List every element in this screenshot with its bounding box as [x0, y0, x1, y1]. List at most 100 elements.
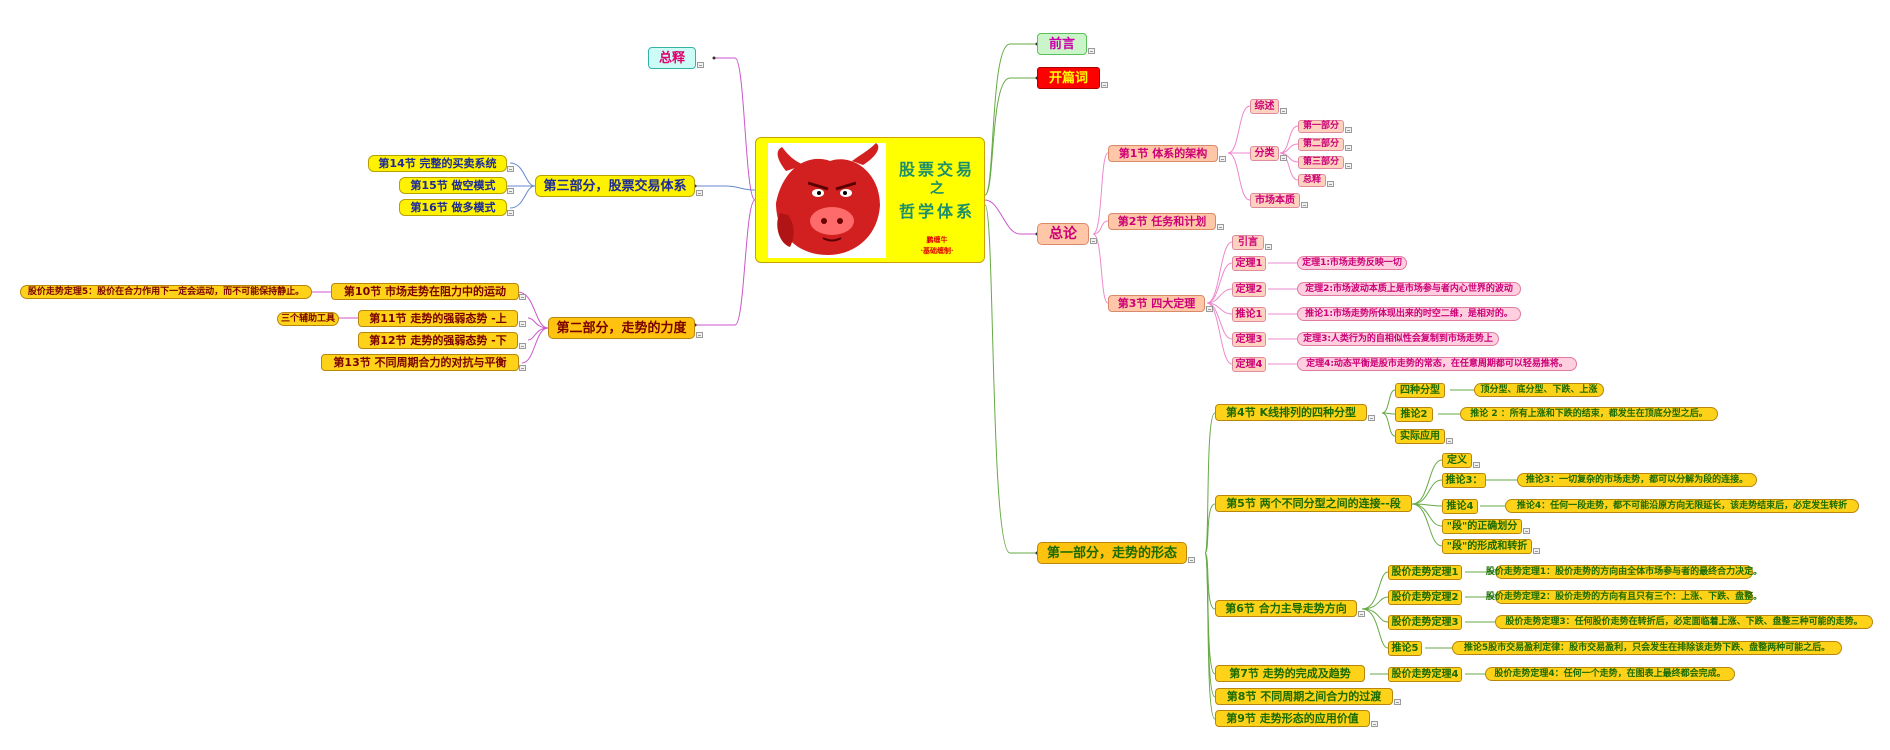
- node-tuilun1-text[interactable]: 推论1:市场走势所体现出来的时空二维，是相对的。: [1297, 307, 1521, 321]
- node-s6-text1[interactable]: 股价走势定理1：股价走势的方向由全体市场参与者的最终合力决定。: [1486, 565, 1762, 579]
- node-s7-text[interactable]: 股价走势定理4：任何一个走势，在图表上最终都会完成。: [1485, 667, 1735, 681]
- note-icon[interactable]: [1206, 306, 1213, 312]
- note-icon[interactable]: [1523, 528, 1530, 534]
- node-s13[interactable]: 第13节 不同周期合力的对抗与平衡: [321, 354, 519, 371]
- note-icon[interactable]: [1446, 438, 1453, 444]
- node-s3[interactable]: 第3节 四大定理: [1108, 295, 1205, 312]
- node-zongshi[interactable]: 总释: [648, 47, 696, 69]
- node-part-zongshi[interactable]: 总释: [1298, 174, 1326, 187]
- node-s11[interactable]: 第11节 走势的强弱态势 -上: [358, 310, 518, 327]
- note-icon[interactable]: [1090, 238, 1097, 244]
- node-s4-b[interactable]: 推论2: [1395, 407, 1433, 422]
- note-icon[interactable]: [519, 365, 526, 371]
- node-s5-a[interactable]: 定义: [1442, 453, 1472, 468]
- note-icon[interactable]: [697, 62, 704, 68]
- node-s5-e[interactable]: "段"的形成和转折: [1442, 539, 1532, 554]
- node-label: 第一部分，走势的形态: [1046, 545, 1177, 561]
- node-s6-text4[interactable]: 推论5股市交易盈利定律：股市交易盈利，只会发生在排除该走势下跌、盘整两种可能之后…: [1452, 641, 1842, 655]
- node-s4-a-leaf[interactable]: 顶分型、底分型、下跌、上涨: [1474, 383, 1604, 397]
- node-s9[interactable]: 第9节 走势形态的应用价值: [1215, 710, 1370, 727]
- node-s6[interactable]: 第6节 合力主导走势方向: [1215, 600, 1357, 617]
- node-s10[interactable]: 第10节 市场走势在阻力中的运动: [331, 283, 519, 300]
- node-s14[interactable]: 第14节 完整的买卖系统: [368, 155, 507, 172]
- node-s12[interactable]: 第12节 走势的强弱态势 -下: [358, 332, 518, 349]
- note-icon[interactable]: [1280, 108, 1287, 114]
- note-icon[interactable]: [519, 343, 526, 349]
- node-s4-a[interactable]: 四种分型: [1395, 383, 1445, 398]
- note-icon[interactable]: [1188, 557, 1195, 563]
- node-s6-tag2[interactable]: 股价走势定理2: [1388, 590, 1462, 605]
- node-s4[interactable]: 第4节 K线排列的四种分型: [1215, 404, 1367, 421]
- note-icon[interactable]: [1217, 224, 1224, 230]
- note-icon[interactable]: [1101, 82, 1108, 88]
- node-s15[interactable]: 第15节 做空模式: [399, 177, 507, 194]
- node-part1[interactable]: 第一部分，走势的形态: [1037, 542, 1187, 564]
- node-part3[interactable]: 第三部分，股票交易体系: [535, 175, 695, 197]
- node-zonglun[interactable]: 总论: [1037, 223, 1089, 245]
- node-s5-c-leaf[interactable]: 推论4：任何一段走势，都不可能沿原方向无限延长，该走势结束后，必定发生转折: [1505, 499, 1859, 513]
- note-icon[interactable]: [1394, 699, 1401, 705]
- node-s5-c[interactable]: 推论4: [1442, 499, 1478, 514]
- node-s4-b-leaf[interactable]: 推论 2 ：所有上涨和下跌的结束，都发生在顶底分型之后。: [1460, 407, 1718, 421]
- note-icon[interactable]: [519, 321, 526, 327]
- note-icon[interactable]: [507, 166, 514, 172]
- note-icon[interactable]: [1533, 548, 1540, 554]
- node-dingli4-text[interactable]: 定理4:动态平衡是股市走势的常态，在任意周期都可以轻易推将。: [1297, 357, 1577, 371]
- node-part-1[interactable]: 第一部分: [1298, 120, 1344, 133]
- node-part-2[interactable]: 第二部分: [1298, 138, 1344, 151]
- node-s16[interactable]: 第16节 做多模式: [399, 199, 507, 216]
- node-dingli1-text[interactable]: 定理1:市场走势反映一切: [1297, 256, 1407, 270]
- node-s7-tag[interactable]: 股价走势定理4: [1388, 667, 1462, 682]
- node-part2[interactable]: 第二部分，走势的力度: [548, 317, 695, 339]
- node-dingli2[interactable]: 定理2: [1232, 282, 1266, 297]
- node-kaipian[interactable]: 开篇词: [1037, 67, 1100, 89]
- note-icon[interactable]: [1345, 127, 1352, 133]
- node-yinyan[interactable]: 引言: [1232, 235, 1264, 250]
- node-tuilun1[interactable]: 推论1: [1232, 307, 1266, 322]
- central-topic[interactable]: 股票交易 之 哲学体系 鹏缠牛 ·基础缠制·: [755, 137, 985, 263]
- note-icon[interactable]: [519, 294, 526, 300]
- note-icon[interactable]: [1327, 181, 1334, 187]
- node-s5-d[interactable]: "段"的正确划分: [1442, 519, 1522, 534]
- node-dingli2-text[interactable]: 定理2:市场波动本质上是市场参与者内心世界的波动: [1297, 282, 1521, 296]
- note-icon[interactable]: [1371, 721, 1378, 727]
- note-icon[interactable]: [696, 332, 703, 338]
- node-dingli4[interactable]: 定理4: [1232, 357, 1266, 372]
- node-s5[interactable]: 第5节 两个不同分型之间的连接--段: [1215, 495, 1412, 512]
- note-icon[interactable]: [507, 210, 514, 216]
- note-icon[interactable]: [1368, 415, 1375, 421]
- note-icon[interactable]: [696, 190, 703, 196]
- node-dingli1[interactable]: 定理1: [1232, 256, 1266, 271]
- node-zongshu[interactable]: 综述: [1250, 99, 1279, 114]
- node-s6-text2[interactable]: 股价走势定理2：股价走势的方向有且只有三个：上涨、下跌、盘整。: [1486, 590, 1762, 604]
- node-s6-tag1[interactable]: 股价走势定理1: [1388, 565, 1462, 580]
- node-s6-tag3[interactable]: 股价走势定理3: [1388, 615, 1462, 630]
- node-dingli3[interactable]: 定理3: [1232, 332, 1266, 347]
- note-icon[interactable]: [1219, 156, 1226, 162]
- note-icon[interactable]: [1345, 145, 1352, 151]
- node-s2[interactable]: 第2节 任务和计划: [1108, 213, 1216, 230]
- node-part-3[interactable]: 第三部分: [1298, 156, 1344, 169]
- note-icon[interactable]: [1301, 202, 1308, 208]
- node-s5-b-leaf[interactable]: 推论3：一切复杂的市场走势，都可以分解为段的连接。: [1517, 473, 1757, 487]
- node-fenlei[interactable]: 分类: [1250, 146, 1279, 161]
- note-icon[interactable]: [1473, 462, 1480, 468]
- note-icon[interactable]: [1345, 163, 1352, 169]
- node-shichang[interactable]: 市场本质: [1250, 193, 1300, 208]
- node-s6-text3[interactable]: 股价走势定理3：任何股价走势在转折后，必定面临着上涨、下跌、盘整三种可能的走势。: [1495, 615, 1873, 629]
- node-s8[interactable]: 第8节 不同周期之间合力的过渡: [1215, 688, 1393, 705]
- note-icon[interactable]: [1265, 244, 1272, 250]
- node-s6-tag4[interactable]: 推论5: [1388, 641, 1422, 656]
- node-s4-c[interactable]: 实际应用: [1395, 429, 1445, 444]
- node-leaf10[interactable]: 股价走势定理5：股价在合力作用下一定会运动，而不可能保持静止。: [20, 285, 312, 299]
- node-leaf11[interactable]: 三个辅助工具: [277, 312, 339, 326]
- note-icon[interactable]: [1088, 48, 1095, 54]
- node-s5-b[interactable]: 推论3：: [1442, 473, 1486, 488]
- node-dingli3-text[interactable]: 定理3:人类行为的自相似性会复制到市场走势上: [1297, 332, 1499, 346]
- note-icon[interactable]: [1358, 611, 1365, 617]
- note-icon[interactable]: [507, 188, 514, 194]
- node-qianyan[interactable]: 前言: [1037, 33, 1087, 55]
- node-s7[interactable]: 第7节 走势的完成及趋势: [1215, 665, 1365, 682]
- note-icon[interactable]: [1280, 155, 1287, 161]
- node-s1[interactable]: 第1节 体系的架构: [1108, 145, 1218, 162]
